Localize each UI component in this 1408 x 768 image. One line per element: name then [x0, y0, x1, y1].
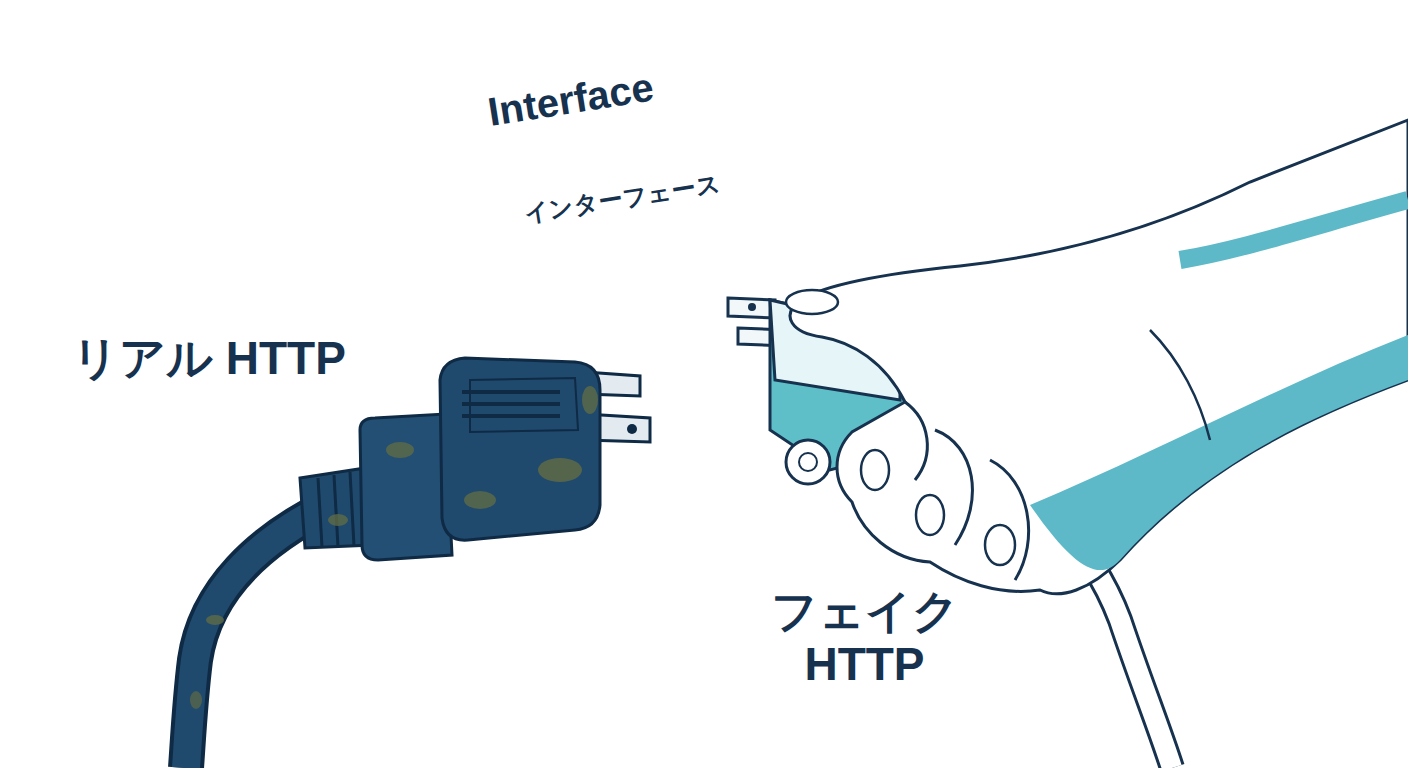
ground-hole	[622, 395, 658, 418]
outlet-label: インターフェース	[522, 167, 723, 230]
fake-plug-end	[786, 440, 830, 484]
dirt-spot	[328, 514, 348, 526]
outlet-plate	[455, 70, 775, 610]
head-face	[470, 378, 578, 432]
ridge	[350, 472, 354, 546]
dirt-spot	[464, 491, 496, 509]
dirt-spot	[582, 386, 598, 414]
plug-label: リアル HTTP	[72, 332, 346, 385]
real-collar	[360, 414, 452, 560]
dirt-spot	[386, 442, 414, 458]
fake-plug-end	[799, 453, 817, 471]
plate-front	[478, 108, 770, 600]
socket-slot	[662, 285, 682, 340]
prong-hole	[627, 424, 637, 434]
socket-face	[560, 224, 725, 460]
fake-prong	[728, 298, 775, 318]
outlet-heading: Interface	[485, 64, 657, 135]
ridge	[334, 475, 338, 547]
dirt-spot	[206, 615, 224, 625]
grip-lines	[462, 392, 560, 416]
outlet-node: Interfaceインターフェース	[455, 70, 775, 610]
finger-nail	[861, 450, 889, 490]
ridge	[318, 478, 322, 547]
hand	[790, 120, 1408, 594]
socket-slot	[592, 290, 612, 345]
plug-label: フェイク HTTP	[752, 585, 977, 691]
finger-line	[905, 402, 927, 480]
dirt-spot	[190, 691, 202, 709]
hand-shade	[1180, 200, 1408, 260]
real-plug-head	[440, 358, 600, 540]
prong-hole	[748, 303, 756, 311]
dirt-spot	[538, 458, 582, 482]
plate-back	[458, 98, 748, 605]
thumb-nail	[786, 290, 838, 314]
hand-line	[1150, 330, 1210, 440]
hand-shade	[1030, 335, 1408, 570]
finger-nail	[985, 525, 1015, 565]
finger-nail	[916, 495, 944, 535]
